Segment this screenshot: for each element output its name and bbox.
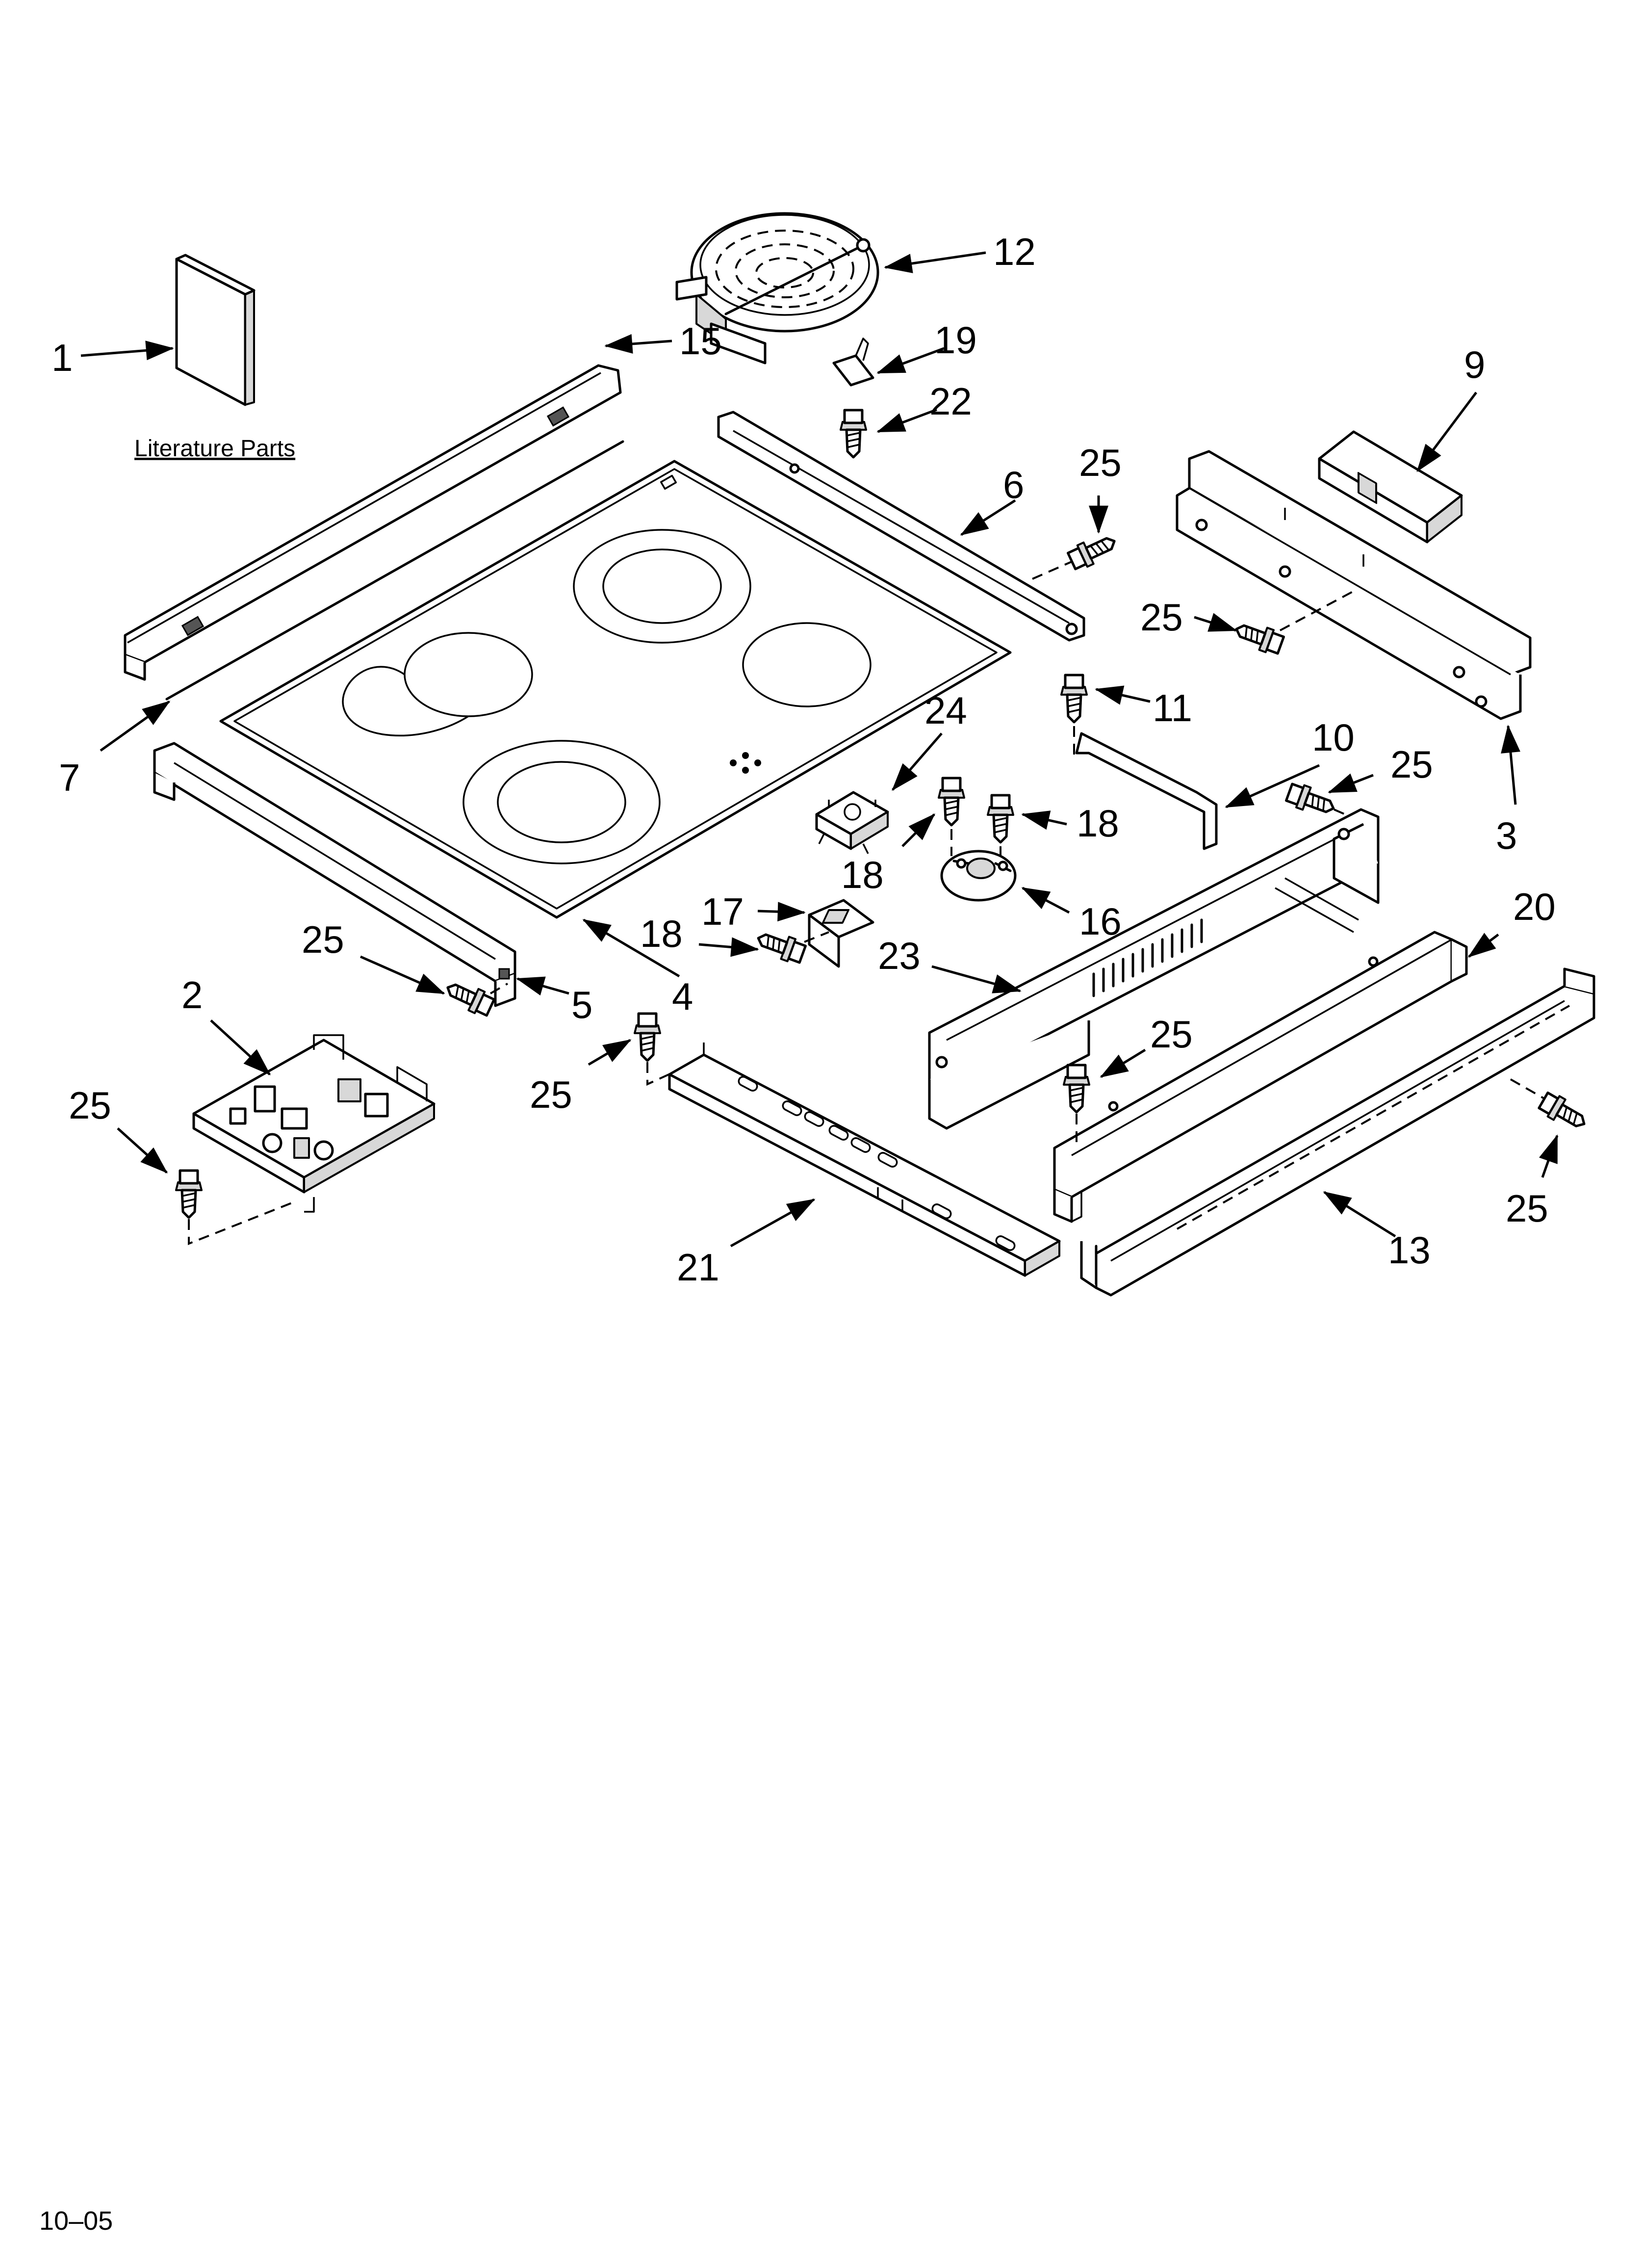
callout-25-c: 25 — [1390, 743, 1433, 786]
callout-18-b: 18 — [1077, 802, 1119, 845]
callout-6: 6 — [1003, 463, 1024, 506]
callout-25-f: 25 — [530, 1073, 572, 1116]
callout-13: 13 — [1388, 1228, 1431, 1272]
screw-25-c — [1285, 781, 1337, 819]
callout-25-a: 25 — [1079, 441, 1122, 484]
callout-25-b: 25 — [1140, 596, 1183, 639]
screw-22 — [841, 410, 866, 457]
screw-18-b — [988, 795, 1013, 842]
callout-18-a: 18 — [841, 853, 884, 896]
clip — [832, 338, 874, 387]
cooktop-glass-4 — [219, 460, 1012, 919]
rod-10 — [1075, 732, 1218, 850]
literature-parts: Literature Parts — [134, 254, 295, 462]
rear-trim-15 — [124, 364, 622, 681]
callout-1: 1 — [51, 336, 73, 379]
callout-15: 15 — [679, 319, 722, 363]
screw-11 — [1061, 675, 1087, 722]
front-trim-13 — [1080, 967, 1595, 1297]
callout-10: 10 — [1312, 716, 1355, 759]
callout-25-g: 25 — [1150, 1013, 1193, 1056]
side-bracket-3 — [1176, 450, 1532, 720]
screw-25-b — [1232, 618, 1285, 656]
vent-slots — [1092, 918, 1203, 997]
gasket-strip-7 — [165, 440, 624, 701]
callout-18-c: 18 — [640, 912, 683, 955]
bracket-9 — [1318, 430, 1463, 544]
front-trim-5 — [153, 742, 516, 1007]
rear-strip-6 — [717, 411, 1085, 642]
radiant-element — [675, 212, 879, 365]
terminal-block-24 — [815, 791, 889, 854]
callout-5: 5 — [571, 983, 592, 1026]
channel-20 — [1053, 931, 1468, 1223]
screw-25-g — [1064, 1065, 1089, 1112]
screw-25-f — [635, 1014, 660, 1061]
screw-25-e — [176, 1171, 202, 1218]
vented-panel-23 — [928, 808, 1380, 1130]
callout-4: 4 — [672, 975, 693, 1018]
callout-24: 24 — [924, 689, 967, 732]
callout-25-d: 25 — [302, 918, 344, 961]
callout-19: 19 — [934, 318, 977, 362]
thermostat-16 — [940, 850, 1017, 902]
date-code: 10–05 — [39, 2206, 113, 2236]
screw-18-a — [939, 778, 964, 825]
callout-25-h: 25 — [1506, 1187, 1548, 1230]
callout-23: 23 — [878, 934, 921, 977]
callout-9: 9 — [1464, 343, 1485, 386]
screw-18-c — [754, 927, 807, 965]
callout-2: 2 — [181, 973, 203, 1017]
screw-25-a — [1067, 530, 1119, 572]
front-panel-21 — [668, 1043, 1061, 1277]
callout-17: 17 — [701, 890, 744, 933]
control-board-2 — [192, 1034, 436, 1213]
literature-parts-label: Literature Parts — [134, 436, 295, 462]
bracket-17 — [808, 899, 874, 968]
screw-25-h — [1538, 1090, 1590, 1134]
callout-3: 3 — [1496, 814, 1517, 857]
callout-7: 7 — [59, 756, 80, 799]
callout-12: 12 — [993, 230, 1036, 273]
screw-25-d — [443, 977, 495, 1018]
callout-21: 21 — [677, 1246, 719, 1289]
callout-11: 11 — [1153, 686, 1192, 730]
callout-20: 20 — [1513, 885, 1556, 928]
callout-25-e: 25 — [69, 1084, 111, 1127]
callout-22: 22 — [929, 380, 972, 423]
